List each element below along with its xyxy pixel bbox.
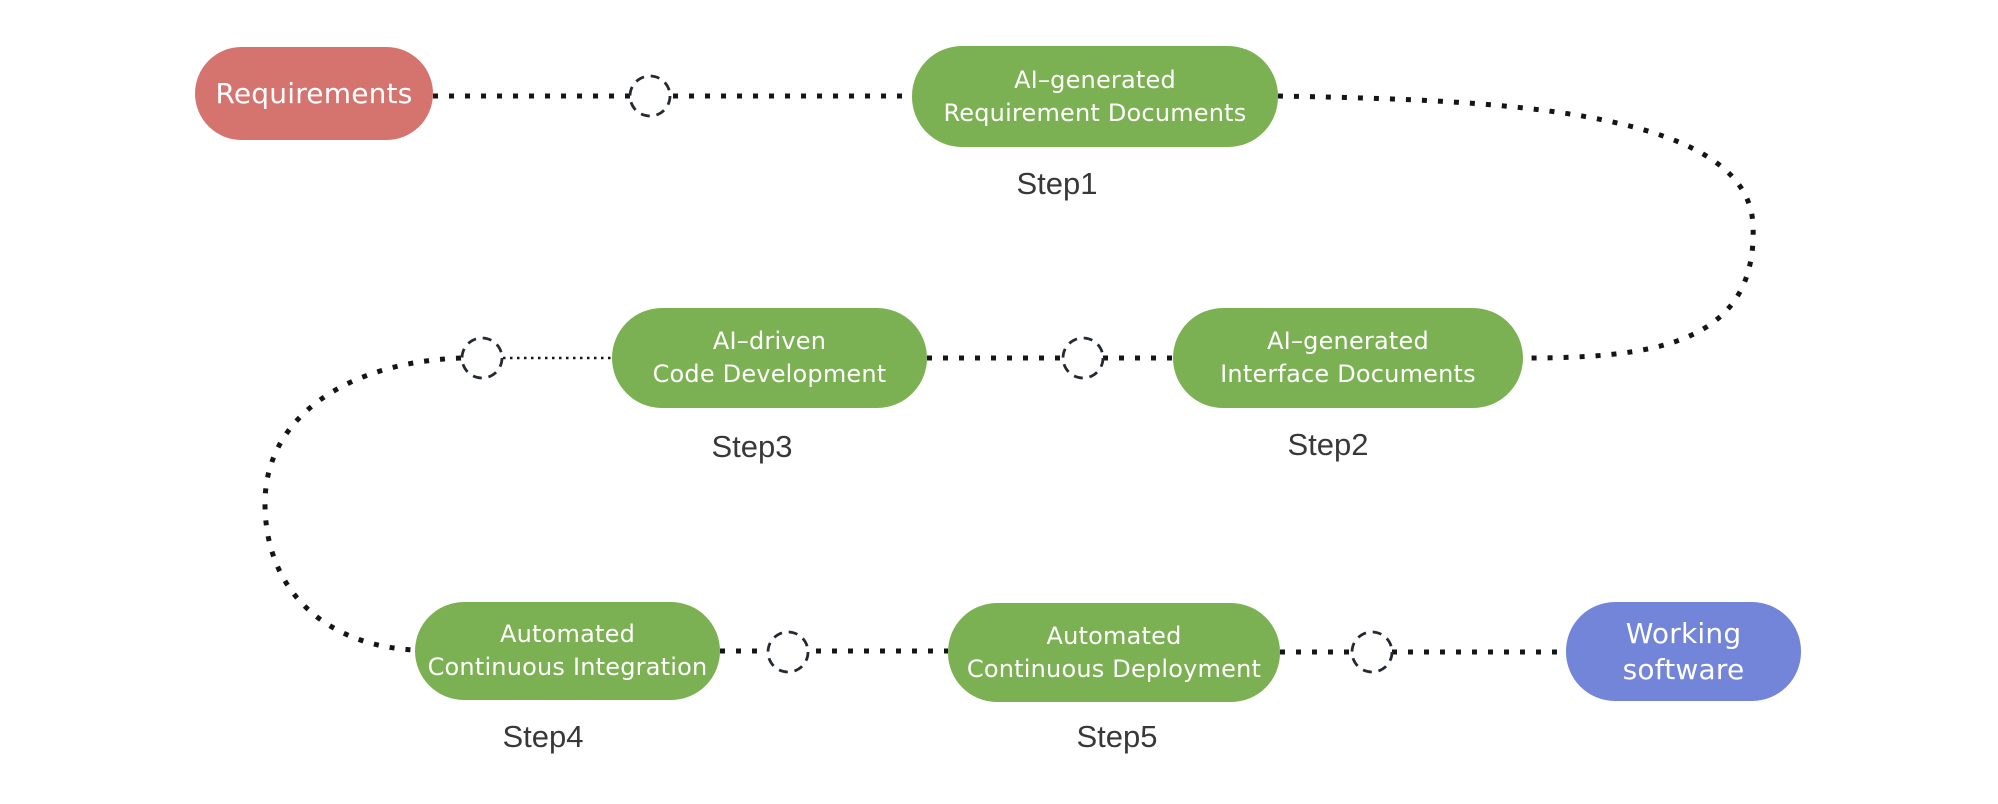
node-requirements-label: Requirements: [215, 76, 413, 110]
junction-circle-4: [766, 630, 810, 674]
node-step3: AI–driven Code Development: [612, 308, 927, 408]
node-step1-line2: Requirement Documents: [943, 98, 1247, 127]
node-step2-line2: Interface Documents: [1220, 360, 1476, 388]
node-step5: Automated Continuous Deployment: [948, 603, 1280, 702]
connector-step3-to-step4-curve: [262, 355, 462, 653]
node-step2-line1: AI–generated: [1267, 327, 1429, 355]
step4-label: Step4: [502, 719, 584, 754]
step1-label: Step1: [1016, 166, 1098, 201]
node-step5-line1: Automated: [1046, 621, 1182, 650]
node-step5-line2: Continuous Deployment: [966, 654, 1262, 683]
step3-label: Step3: [711, 429, 793, 464]
junction-circle-5: [1350, 630, 1394, 674]
node-step2: AI–generated Interface Documents: [1173, 308, 1523, 408]
node-step4-line2: Continuous Integration: [427, 653, 708, 681]
junction-circle-2: [1061, 336, 1105, 380]
node-step1: AI–generated Requirement Documents: [912, 46, 1278, 147]
node-step3-line2: Code Development: [652, 360, 887, 388]
node-step4: Automated Continuous Integration: [415, 602, 720, 700]
node-requirements: Requirements: [195, 47, 433, 140]
node-step3-line1: AI–driven: [712, 327, 827, 355]
step5-label: Step5: [1076, 719, 1158, 754]
junction-circle-1: [628, 74, 672, 118]
junction-circle-3: [460, 336, 504, 380]
node-working-software-line2: software: [1622, 652, 1745, 686]
node-step1-line1: AI–generated: [1014, 65, 1176, 94]
node-step4-line1: Automated: [499, 620, 636, 648]
node-working-software: Working software: [1566, 602, 1801, 701]
step2-label: Step2: [1287, 427, 1369, 462]
node-working-software-line1: Working: [1625, 616, 1742, 650]
